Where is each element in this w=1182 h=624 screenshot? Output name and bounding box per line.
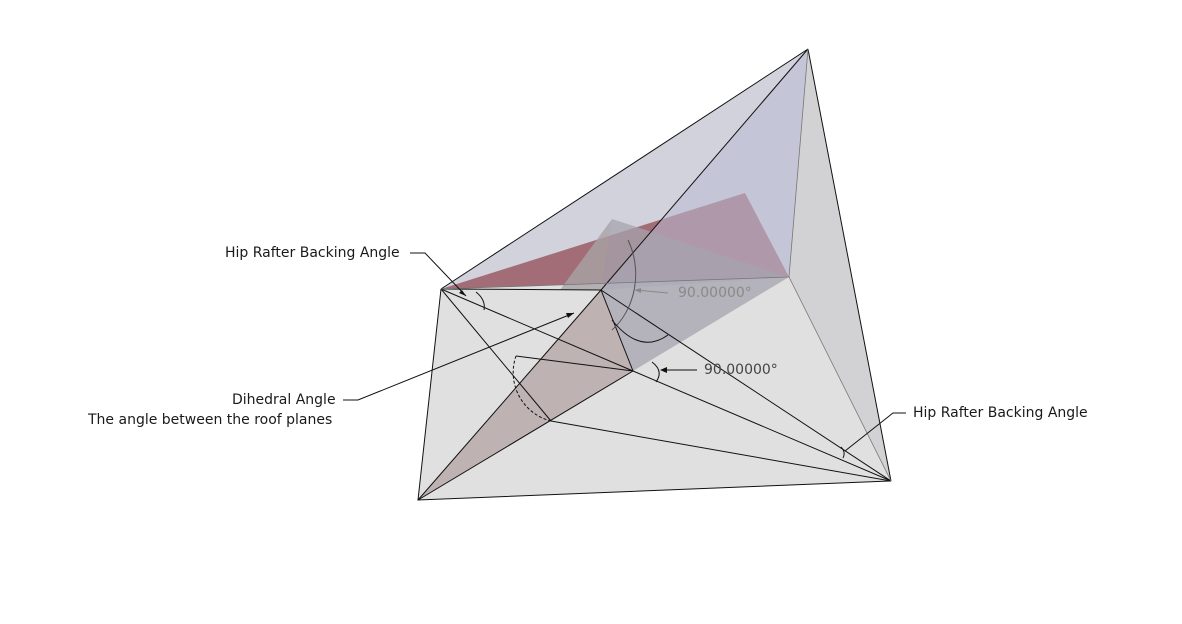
leader-dihedral: [343, 312, 575, 401]
arrowhead-dihedral: [566, 313, 574, 318]
dimension-angle-upper: 90.00000°: [678, 285, 752, 301]
dihedral-arc: [512, 355, 552, 422]
label-dihedral-title: Dihedral Angle: [232, 392, 336, 408]
section-plane-triangle: [418, 290, 633, 500]
lower-right-arc: [611, 319, 669, 343]
label-hip-backing-right: Hip Rafter Backing Angle: [913, 405, 1088, 421]
dimension-angle-lower: 90.00000°: [704, 362, 778, 378]
leader-angle-upper: [635, 289, 669, 294]
right-backing-arc: [840, 446, 845, 459]
right-side-face: [789, 49, 891, 481]
base-face: [418, 277, 891, 500]
arrowhead-hip-left: [459, 290, 466, 296]
leader-hip-right: [844, 412, 906, 452]
left-backing-arc: [475, 291, 485, 311]
small-angle-arc: [651, 361, 660, 383]
arrowhead-angle-upper: [634, 288, 641, 293]
leader-hip-left: [410, 252, 467, 297]
label-hip-backing-left: Hip Rafter Backing Angle: [225, 245, 400, 261]
label-dihedral-subtitle: The angle between the roof planes: [88, 412, 333, 428]
section-plane-upper: [601, 219, 789, 371]
upper-angle-arc: [611, 239, 637, 331]
arrowhead-angle-lower: [660, 367, 667, 373]
section-plane-fin: [560, 219, 612, 290]
